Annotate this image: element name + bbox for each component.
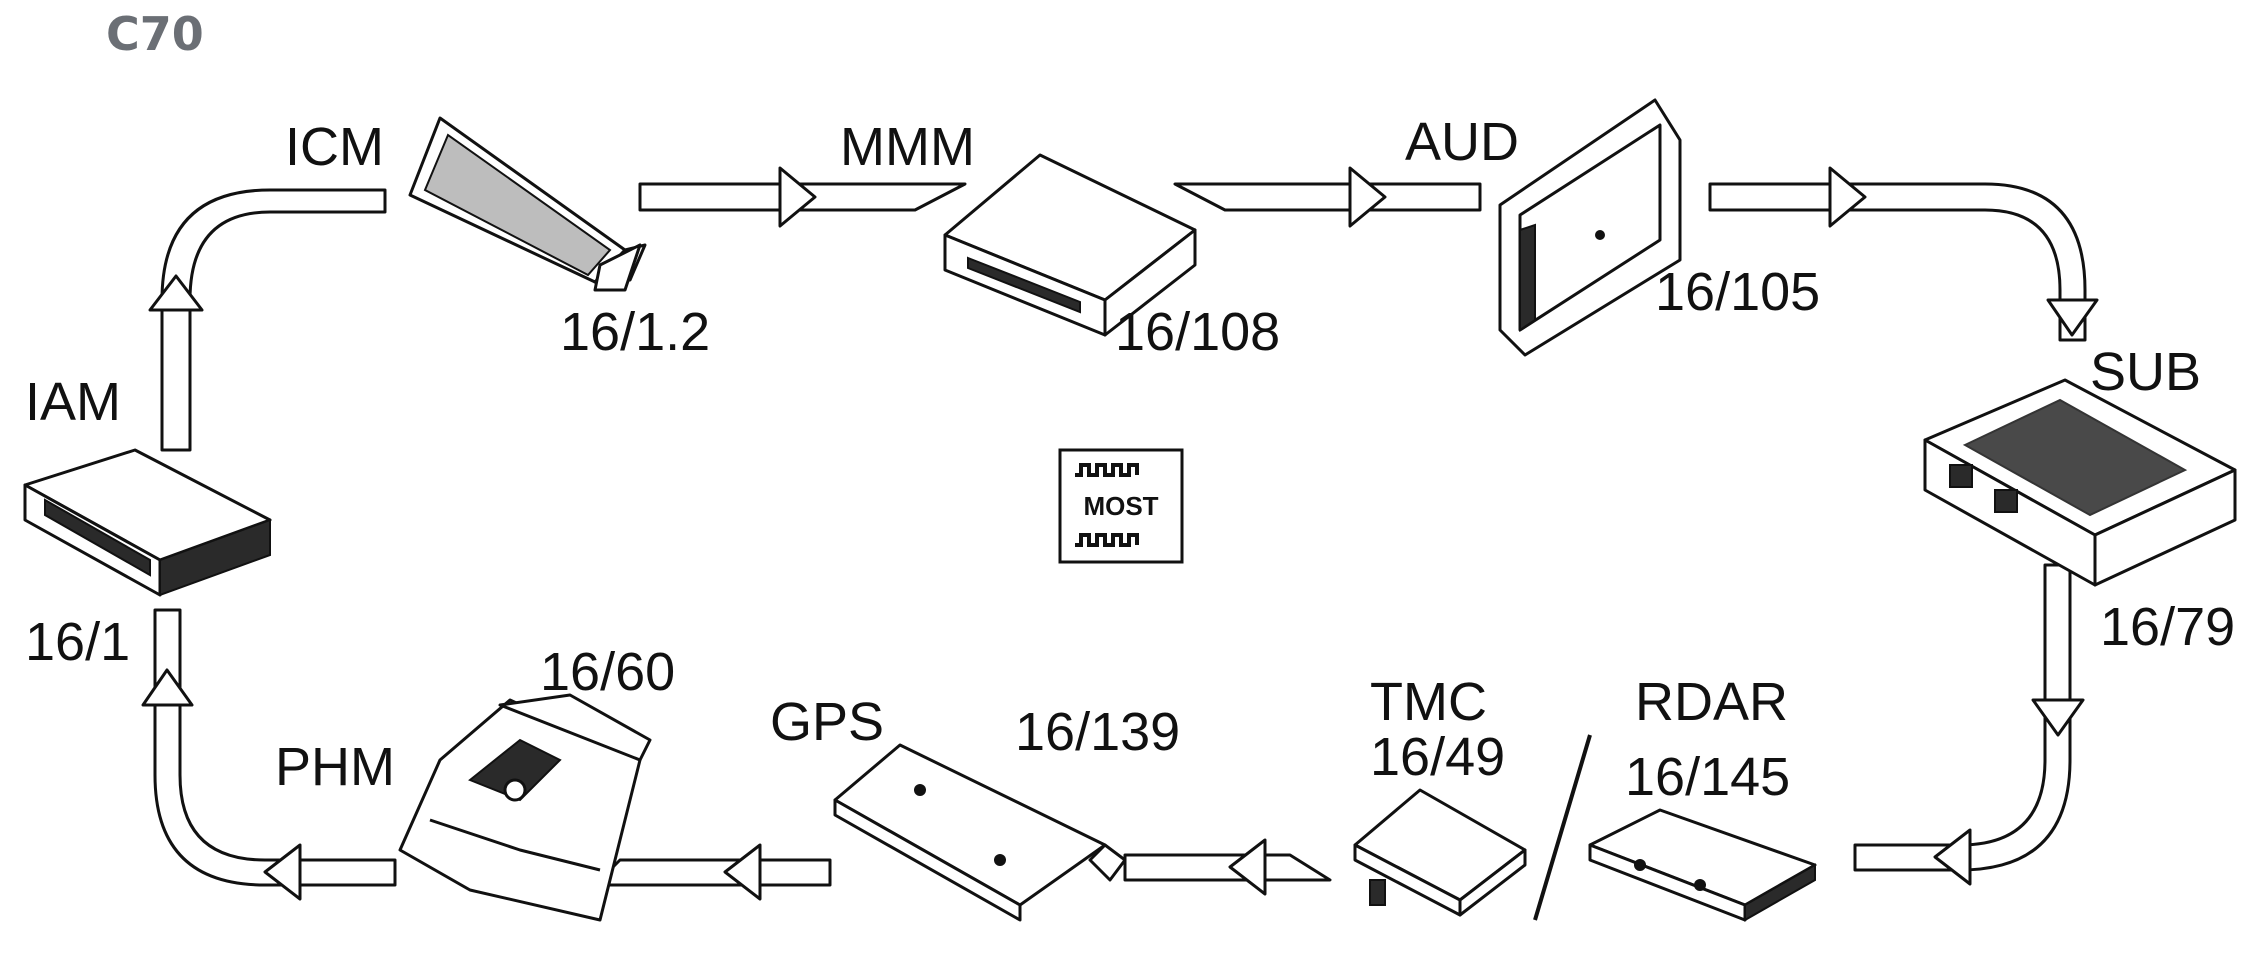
tmc-abbr-label: TMC bbox=[1370, 672, 1487, 732]
tmc-code-label: 16/49 bbox=[1370, 727, 1505, 787]
aud-abbr-label: AUD bbox=[1405, 112, 1519, 172]
ring-arrow-sub-to-rdar bbox=[1853, 563, 2085, 886]
iam-device bbox=[23, 448, 272, 597]
sub-abbr-label: SUB bbox=[2090, 342, 2201, 402]
gps-device bbox=[833, 743, 1127, 922]
aud-code-label: 16/105 bbox=[1655, 262, 1820, 322]
ring-arrow-iam-to-icm bbox=[148, 188, 387, 452]
mmm-abbr-label: MMM bbox=[840, 117, 975, 177]
rdar-device bbox=[1588, 808, 1817, 922]
mmm-code-label: 16/108 bbox=[1115, 302, 1280, 362]
rdar-code-label: 16/145 bbox=[1625, 747, 1790, 807]
icm-code-label: 16/1.2 bbox=[560, 302, 710, 362]
icm-device bbox=[408, 116, 647, 292]
gps-code-label: 16/139 bbox=[1015, 702, 1180, 762]
aud-device bbox=[1498, 98, 1682, 357]
ring-arrow-icm-to-mmm bbox=[638, 166, 967, 228]
iam-abbr-label: IAM bbox=[25, 372, 121, 432]
phm-device bbox=[398, 693, 652, 922]
tmc-device bbox=[1353, 788, 1527, 917]
ring-arrow-aud-to-sub bbox=[1708, 166, 2099, 342]
sub-code-label: 16/79 bbox=[2100, 597, 2235, 657]
mmm-device bbox=[943, 153, 1197, 337]
phm-abbr-label: PHM bbox=[275, 737, 395, 797]
most-logo-text: MOST bbox=[1083, 491, 1158, 521]
ring-arrow-gps-to-phm bbox=[593, 843, 832, 901]
sub-device bbox=[1923, 378, 2237, 587]
gps-abbr-label: GPS bbox=[770, 692, 884, 752]
most-logo: MOST bbox=[1058, 448, 1184, 564]
phm-code-label: 16/60 bbox=[540, 642, 675, 702]
ring-arrow-phm-to-iam bbox=[141, 608, 397, 901]
separator-line bbox=[1533, 734, 1592, 921]
iam-code-label: 16/1 bbox=[25, 612, 130, 672]
icm-abbr-label: ICM bbox=[285, 117, 384, 177]
ring-arrow-tmc-to-gps bbox=[1123, 838, 1332, 896]
rdar-abbr-label: RDAR bbox=[1635, 672, 1788, 732]
ring-arrow-mmm-to-aud bbox=[1173, 166, 1482, 228]
page-title: C70 bbox=[106, 7, 204, 61]
